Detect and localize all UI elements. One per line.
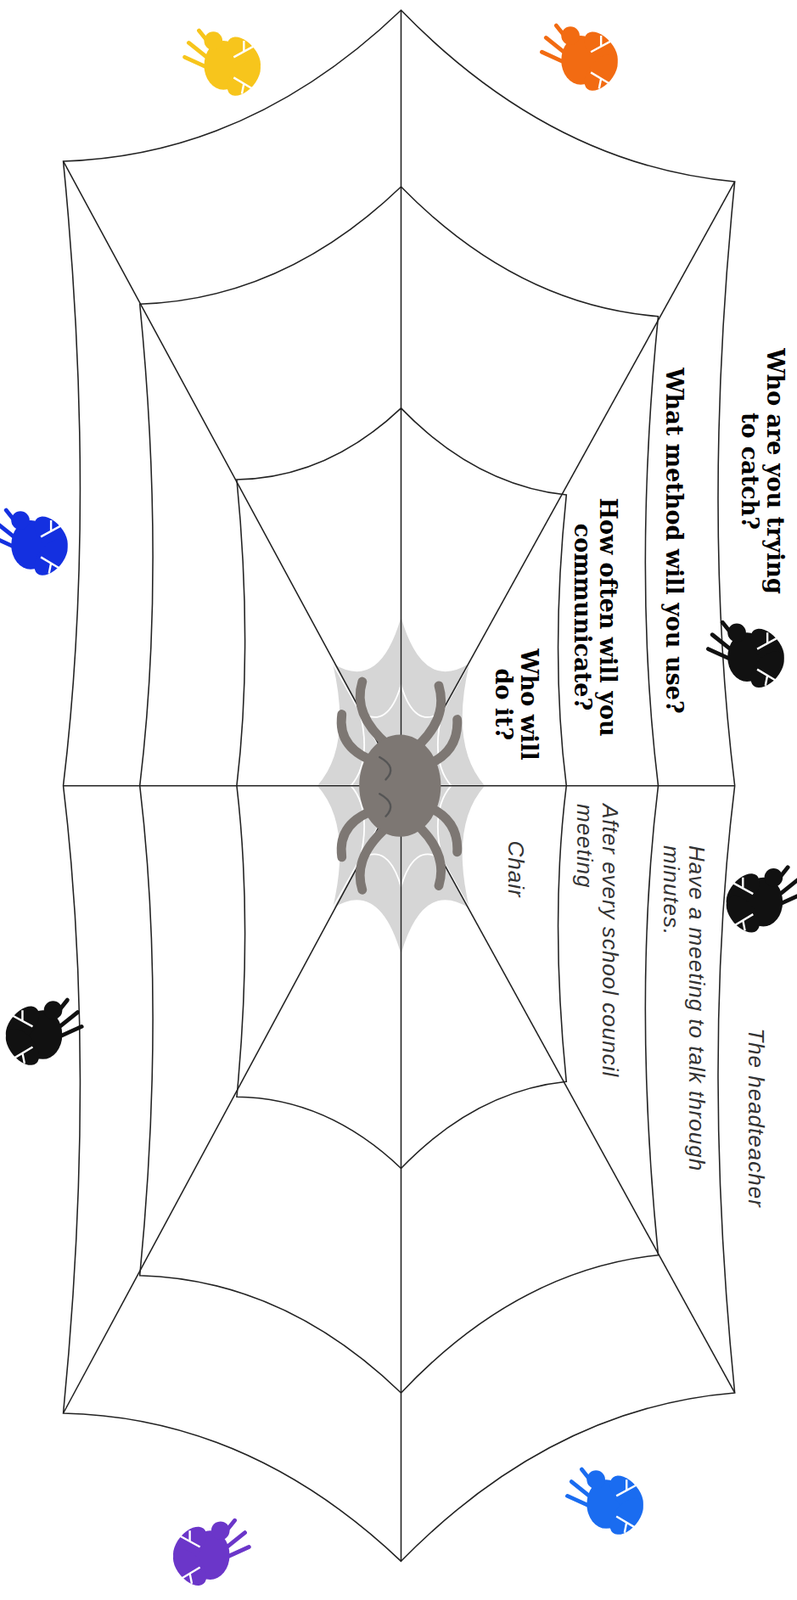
fly-icon — [707, 622, 791, 694]
fly-icon — [541, 25, 624, 97]
fly-icon — [185, 30, 268, 102]
question-text: Who will do it? — [490, 640, 541, 769]
web-thread — [63, 161, 402, 786]
fly-icon — [0, 999, 82, 1072]
web-thread — [140, 186, 659, 1393]
fly-icon — [166, 1520, 249, 1592]
web-threads — [63, 10, 736, 1561]
answer-text: Chair — [502, 840, 528, 898]
web-thread — [400, 785, 403, 1562]
web-thread — [63, 785, 402, 1414]
question-text: Who are you trying to catch? — [736, 343, 787, 599]
answer-text: Have a meeting to talk through minutes. — [657, 845, 709, 1185]
fly-icon — [0, 510, 74, 582]
spider-figure — [341, 681, 458, 890]
question-text: What method will you use? — [661, 367, 687, 713]
web-thread — [400, 10, 403, 786]
fly-icon — [566, 1469, 650, 1541]
fly-icon — [719, 867, 797, 939]
web-thread — [63, 785, 402, 787]
web-thread — [401, 785, 736, 787]
web-thread — [63, 10, 736, 1561]
web-thread — [401, 181, 736, 786]
answer-text: After every school council meeting — [571, 803, 623, 1084]
web-thread — [236, 408, 567, 1169]
question-text: How often will you communicate? — [569, 477, 620, 758]
web-thread — [401, 785, 736, 1393]
answer-text: The headteacher — [742, 1027, 769, 1208]
